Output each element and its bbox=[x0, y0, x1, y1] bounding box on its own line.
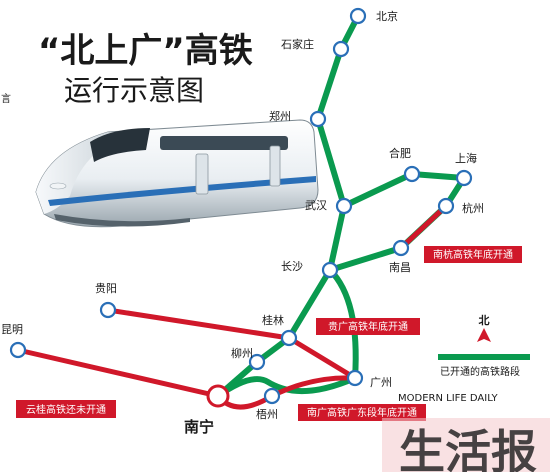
route-wuhan-changsha bbox=[327, 203, 347, 273]
route-changsha-guilin bbox=[286, 267, 333, 341]
city-node-kunming bbox=[9, 341, 27, 359]
north-label: 北 bbox=[479, 313, 490, 327]
watermark-brand: MODERN LIFE DAILY bbox=[398, 393, 498, 404]
route-changsha-nanchang bbox=[327, 245, 404, 273]
route-nanchang-hangzhou bbox=[398, 203, 449, 251]
callout-nanguang: 南广高铁广东段年底开通 bbox=[298, 404, 426, 421]
city-node-nanning bbox=[206, 384, 230, 408]
city-label-guangzhou: 广州 bbox=[370, 376, 392, 389]
city-label-nanning: 南宁 bbox=[184, 418, 214, 436]
city-node-shijiazhuang bbox=[332, 40, 350, 58]
city-node-wuhan bbox=[335, 197, 353, 215]
route-wuhan-hefei bbox=[341, 171, 415, 209]
legend: 已开通的高铁路段 bbox=[438, 354, 530, 378]
map-subtitle: 运行示意图 bbox=[64, 74, 204, 107]
city-label-nanchang: 南昌 bbox=[389, 261, 411, 274]
callout-yungui: 云桂高铁还未开通 bbox=[16, 400, 116, 418]
legend-opened-label: 已开通的高铁路段 bbox=[440, 365, 520, 378]
high-speed-train-icon bbox=[35, 119, 319, 228]
city-label-shanghai: 上海 bbox=[455, 151, 477, 165]
city-node-hangzhou bbox=[437, 197, 455, 215]
title-quote-close: ” bbox=[162, 31, 184, 71]
route-hefei-shanghai bbox=[409, 171, 467, 181]
city-label-kunming: 昆明 bbox=[1, 323, 23, 336]
route-green-curve-0 bbox=[215, 375, 358, 399]
route-shijiazhuang-zhengzhou bbox=[315, 46, 344, 122]
map-title: “北上广”高铁 运行示意图 bbox=[38, 31, 253, 107]
city-label-zhengzhou: 郑州 bbox=[269, 109, 291, 123]
svg-text:“北上广”高铁: “北上广”高铁 bbox=[38, 31, 253, 71]
city-node-zhengzhou bbox=[309, 110, 327, 128]
north-arrow-icon: 北 bbox=[477, 313, 491, 342]
svg-text:南杭高铁年底开通: 南杭高铁年底开通 bbox=[433, 248, 513, 261]
route-guiyang-guilin bbox=[105, 307, 292, 341]
route-guilin-guangzhou bbox=[286, 335, 358, 381]
city-label-shijiazhuang: 石家庄 bbox=[281, 37, 314, 51]
title-quote-open: “ bbox=[38, 31, 60, 71]
city-label-wuhan: 武汉 bbox=[305, 199, 327, 212]
watermark-big: 生活报 bbox=[399, 425, 537, 472]
svg-text:云桂高铁还未开通: 云桂高铁还未开通 bbox=[26, 403, 106, 416]
svg-text:贵广高铁年底开通: 贵广高铁年底开通 bbox=[328, 320, 408, 333]
route-green-curve-1 bbox=[327, 267, 359, 381]
city-node-guangzhou bbox=[346, 369, 364, 387]
city-label-liuzhou: 柳州 bbox=[231, 346, 253, 360]
route-zhengzhou-wuhan bbox=[315, 116, 347, 209]
city-nodes bbox=[9, 7, 473, 408]
city-node-hefei bbox=[403, 165, 421, 183]
city-label-wuzhou: 梧州 bbox=[256, 407, 278, 421]
city-node-nanchang bbox=[392, 239, 410, 257]
city-node-beijing bbox=[349, 7, 367, 25]
planned-routes bbox=[15, 203, 449, 410]
city-label-guiyang: 贵阳 bbox=[95, 282, 117, 295]
city-label-hangzhou: 杭州 bbox=[462, 201, 484, 215]
callout-guiguang: 贵广高铁年底开通 bbox=[316, 318, 420, 335]
city-node-guilin bbox=[280, 329, 298, 347]
title-rest: 高铁 bbox=[185, 31, 253, 71]
city-label-guilin: 桂林 bbox=[262, 313, 284, 327]
city-node-changsha bbox=[321, 261, 339, 279]
city-node-guiyang bbox=[99, 301, 117, 319]
watermark-stamp: 生活报 bbox=[382, 418, 550, 472]
city-node-shanghai bbox=[455, 169, 473, 187]
city-label-beijing: 北京 bbox=[376, 9, 398, 23]
svg-text:南广高铁广东段年底开通: 南广高铁广东段年底开通 bbox=[307, 406, 417, 419]
city-node-wuzhou bbox=[263, 387, 281, 405]
route-kunming-nanning bbox=[15, 347, 221, 399]
callout-nanhang: 南杭高铁年底开通 bbox=[424, 246, 522, 263]
city-label-changsha: 长沙 bbox=[281, 260, 303, 273]
city-label-hefei: 合肥 bbox=[389, 146, 411, 160]
city-node-liuzhou bbox=[248, 353, 266, 371]
left-edge-text: 言 bbox=[1, 92, 11, 105]
legend-opened-swatch bbox=[438, 354, 530, 360]
title-highlight: 北上广 bbox=[60, 31, 162, 71]
